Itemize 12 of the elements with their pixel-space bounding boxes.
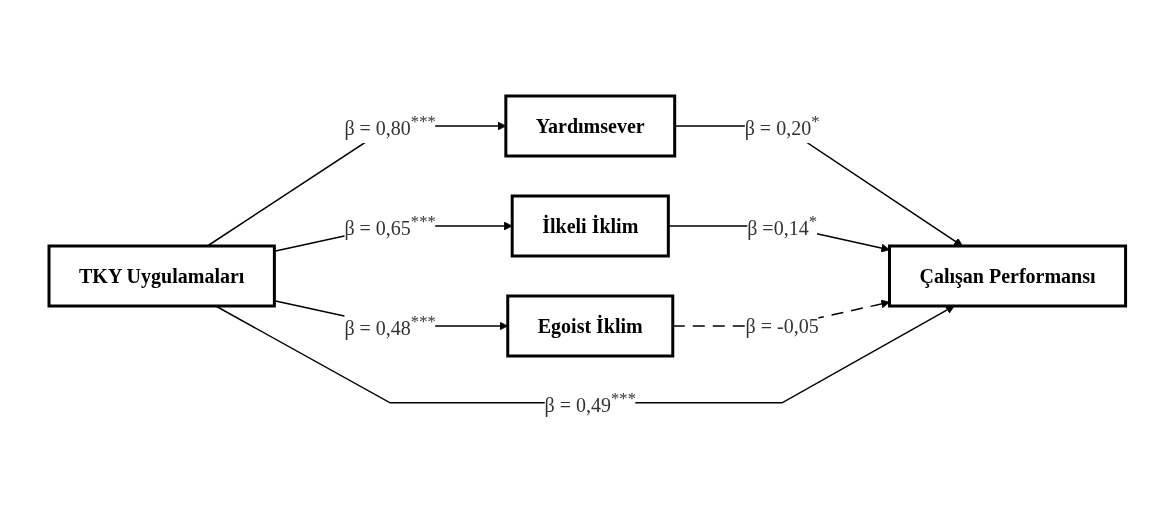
node-box: Egoist İklim [505,294,674,358]
edge-label: β = 0,80$^{***}$ [344,111,436,139]
node-box: İlkeli İklim [510,194,670,258]
node-box: Çalışan Performansı [887,244,1127,308]
edge-label: β = 0,65$^{***}$ [344,211,436,239]
edge-label: β = 0,49$^{***}$ [544,388,636,416]
edge-label: β = -0,05 [745,314,819,337]
node-box: Yardımsever [504,94,676,158]
edge-label: β = 0,20$^{*}$ [744,111,820,139]
edge-label: β = 0,48$^{***}$ [344,311,436,339]
edge-label: β =0,14$^{*}$ [746,211,817,239]
node-box: TKY Uygulamaları [47,244,276,308]
